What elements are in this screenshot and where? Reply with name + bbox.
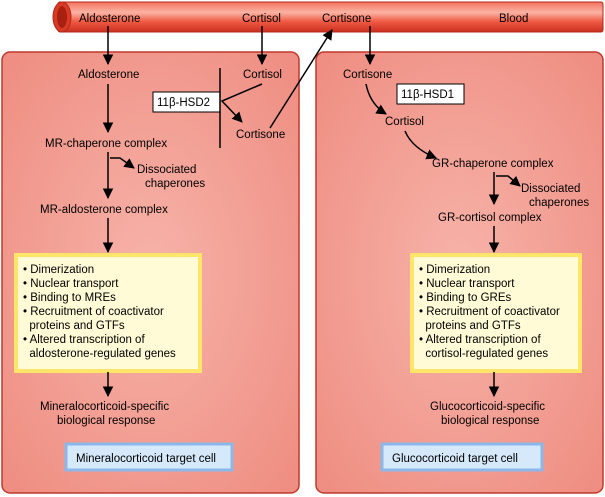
left-step-6: • Altered transcription of	[23, 334, 145, 346]
left-dissociated-line2: chaperones	[145, 178, 205, 190]
right-cell-label-box	[380, 442, 544, 472]
left-step-1: • Dimerization	[23, 264, 94, 276]
left-aldosterone: Aldosterone	[78, 69, 139, 81]
right-dissociated-line1: Dissociated	[521, 183, 580, 195]
arrow-cortisol-to-gr	[404, 130, 437, 160]
left-cortisone: Cortisone	[236, 129, 285, 141]
left-step-3: • Binding to MREs	[23, 292, 116, 304]
vessel-cortisol-label: Cortisol	[242, 13, 281, 25]
mr-chaperone-complex: MR-chaperone complex	[45, 138, 167, 150]
arrow-right-dissociation	[496, 175, 521, 187]
right-cortisol: Cortisol	[385, 116, 424, 128]
left-steps-box	[14, 253, 202, 373]
enzyme-11b-hsd2: 11β-HSD2	[157, 97, 210, 109]
left-step-7: aldosterone-regulated genes	[23, 348, 176, 360]
right-response-line2: biological response	[441, 415, 539, 427]
right-step-6: • Altered transcription of	[419, 334, 541, 346]
vessel-aldosterone-label: Aldosterone	[79, 13, 140, 25]
right-step-1: • Dimerization	[419, 264, 490, 276]
left-step-4: • Recruitment of coactivator	[23, 306, 164, 318]
vessel-blood-label: Blood	[499, 13, 528, 25]
gr-chaperone-complex: GR-chaperone complex	[432, 158, 554, 170]
arrow-cortisone-to-cortisol	[365, 83, 387, 115]
arrow-cortisol-to-cortisone	[220, 83, 263, 123]
right-step-4: • Recruitment of coactivator	[419, 306, 560, 318]
left-dissociated-line1: Dissociated	[137, 164, 196, 176]
right-step-2: • Nuclear transport	[419, 278, 515, 290]
left-cell-label: Mineralocorticoid target cell	[76, 453, 216, 465]
left-step-5: proteins and GTFs	[23, 320, 125, 332]
blood-vessel	[52, 1, 604, 33]
right-step-7: cortisol-regulated genes	[419, 348, 548, 360]
right-step-3: • Binding to GREs	[419, 292, 511, 304]
left-cortisol: Cortisol	[243, 69, 282, 81]
left-step-2: • Nuclear transport	[23, 278, 119, 290]
right-response-line1: Glucocorticoid-specific	[430, 401, 545, 413]
enzyme-box-11b-hsd1	[396, 83, 465, 105]
mr-aldosterone-complex: MR-aldosterone complex	[40, 204, 168, 216]
right-cell-label: Glucocorticoid target cell	[392, 453, 518, 465]
left-response-line2: biological response	[57, 415, 155, 427]
left-response-line1: Mineralocorticoid-specific	[40, 401, 169, 413]
left-cell-label-box	[64, 442, 234, 472]
gr-cortisol-complex: GR-cortisol complex	[438, 212, 542, 224]
arrow-cortisone-to-blood	[269, 29, 333, 129]
right-cortisone: Cortisone	[343, 69, 392, 81]
arrow-left-dissociation	[110, 157, 135, 169]
right-dissociated-line2: chaperones	[529, 197, 589, 209]
right-steps-box	[410, 253, 582, 373]
enzyme-11b-hsd1: 11β-HSD1	[401, 89, 454, 101]
right-step-5: proteins and GTFs	[419, 320, 521, 332]
vessel-cortisone-label: Cortisone	[322, 13, 371, 25]
